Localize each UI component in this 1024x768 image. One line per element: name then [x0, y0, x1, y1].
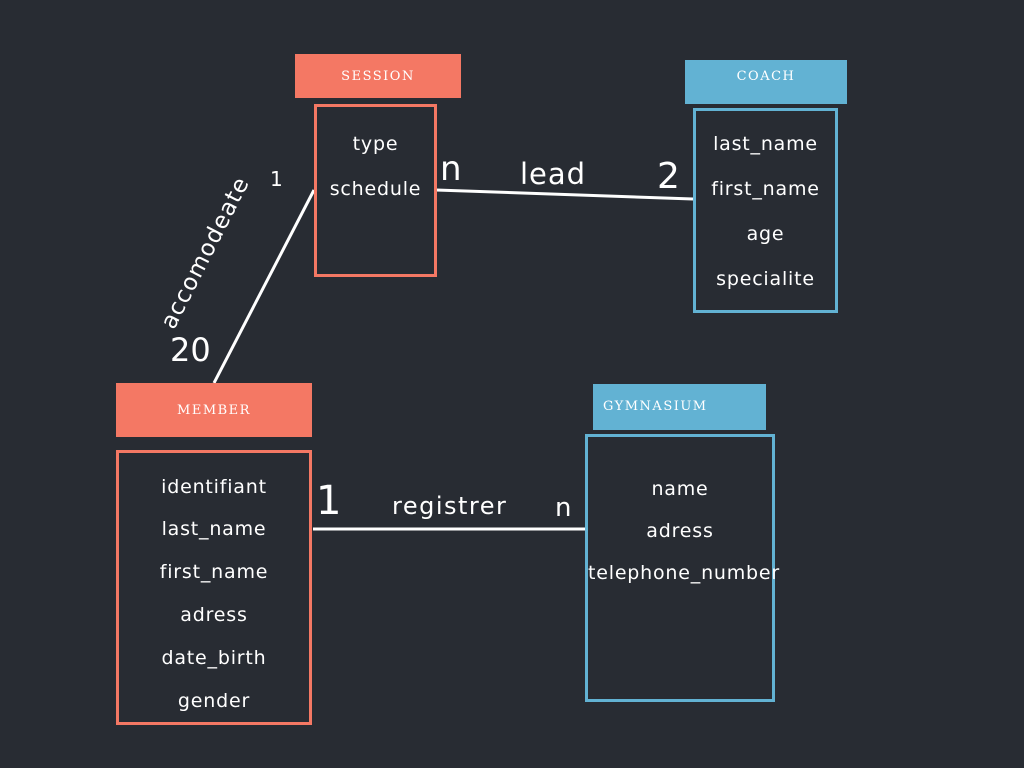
lead-line	[435, 188, 694, 201]
coach-attr-first-name: first_name	[711, 178, 820, 200]
gymnasium-attr-adress: adress	[646, 520, 714, 542]
member-attr-first-name: first_name	[159, 561, 269, 583]
gymnasium-title: GYMNASIUM	[603, 398, 708, 414]
lead-session-cardinality: n	[440, 149, 462, 189]
gymnasium-header[interactable]: GYMNASIUM	[593, 384, 766, 430]
coach-title: COACH	[736, 68, 796, 84]
gymnasium-attr-telephone-number: telephone_number	[588, 562, 781, 584]
accomodeate-line	[212, 189, 316, 384]
registrer-label: registrer	[392, 492, 508, 520]
member-attr-gender: gender	[177, 690, 251, 712]
session-attr-schedule: schedule	[329, 178, 422, 200]
accomodeate-session-cardinality: 1	[270, 167, 283, 191]
member-header[interactable]: MEMBER	[116, 383, 312, 437]
session-header[interactable]: SESSION	[295, 54, 461, 98]
coach-attr-last-name: last_name	[713, 133, 818, 155]
member-attr-identifiant: identifiant	[161, 476, 267, 498]
coach-attr-specialite: specialite	[716, 268, 815, 290]
member-attr-adress: adress	[180, 604, 248, 626]
lead-label: lead	[520, 157, 587, 191]
gymnasium-attr-name: name	[651, 478, 709, 500]
coach-entity-box[interactable]: last_name first_name age specialite	[693, 108, 838, 313]
member-title: MEMBER	[177, 402, 251, 418]
registrer-member-cardinality: 1	[316, 478, 342, 524]
session-entity-box[interactable]: type schedule	[314, 104, 437, 277]
registrer-gymnasium-cardinality: n	[555, 493, 572, 523]
accomodeate-member-cardinality: 20	[170, 331, 211, 369]
coach-attr-age: age	[746, 223, 785, 245]
gymnasium-entity-box[interactable]: name adress telephone_number	[585, 434, 781, 702]
member-attr-date-birth: date_birth	[161, 647, 267, 669]
member-entity-box[interactable]: identifiant last_name first_name adress …	[116, 450, 312, 725]
lead-coach-cardinality: 2	[657, 156, 680, 197]
member-attr-last-name: last_name	[161, 518, 267, 540]
session-title: SESSION	[341, 68, 415, 84]
session-attr-type: type	[352, 133, 399, 155]
coach-header[interactable]: COACH	[685, 60, 847, 104]
